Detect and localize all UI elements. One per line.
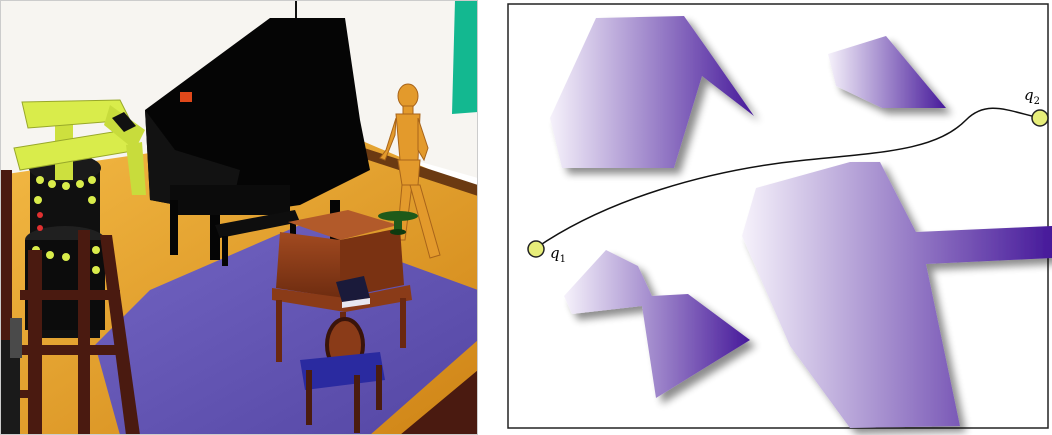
start-node (528, 241, 544, 257)
motion-planning-diagram: q1 q2 (506, 0, 1052, 435)
plan-svg: q1 q2 (506, 0, 1052, 435)
goal-node (1032, 110, 1048, 126)
teal-wall-panel (452, 0, 478, 114)
scene-svg (0, 0, 478, 435)
scene-render (0, 0, 478, 435)
